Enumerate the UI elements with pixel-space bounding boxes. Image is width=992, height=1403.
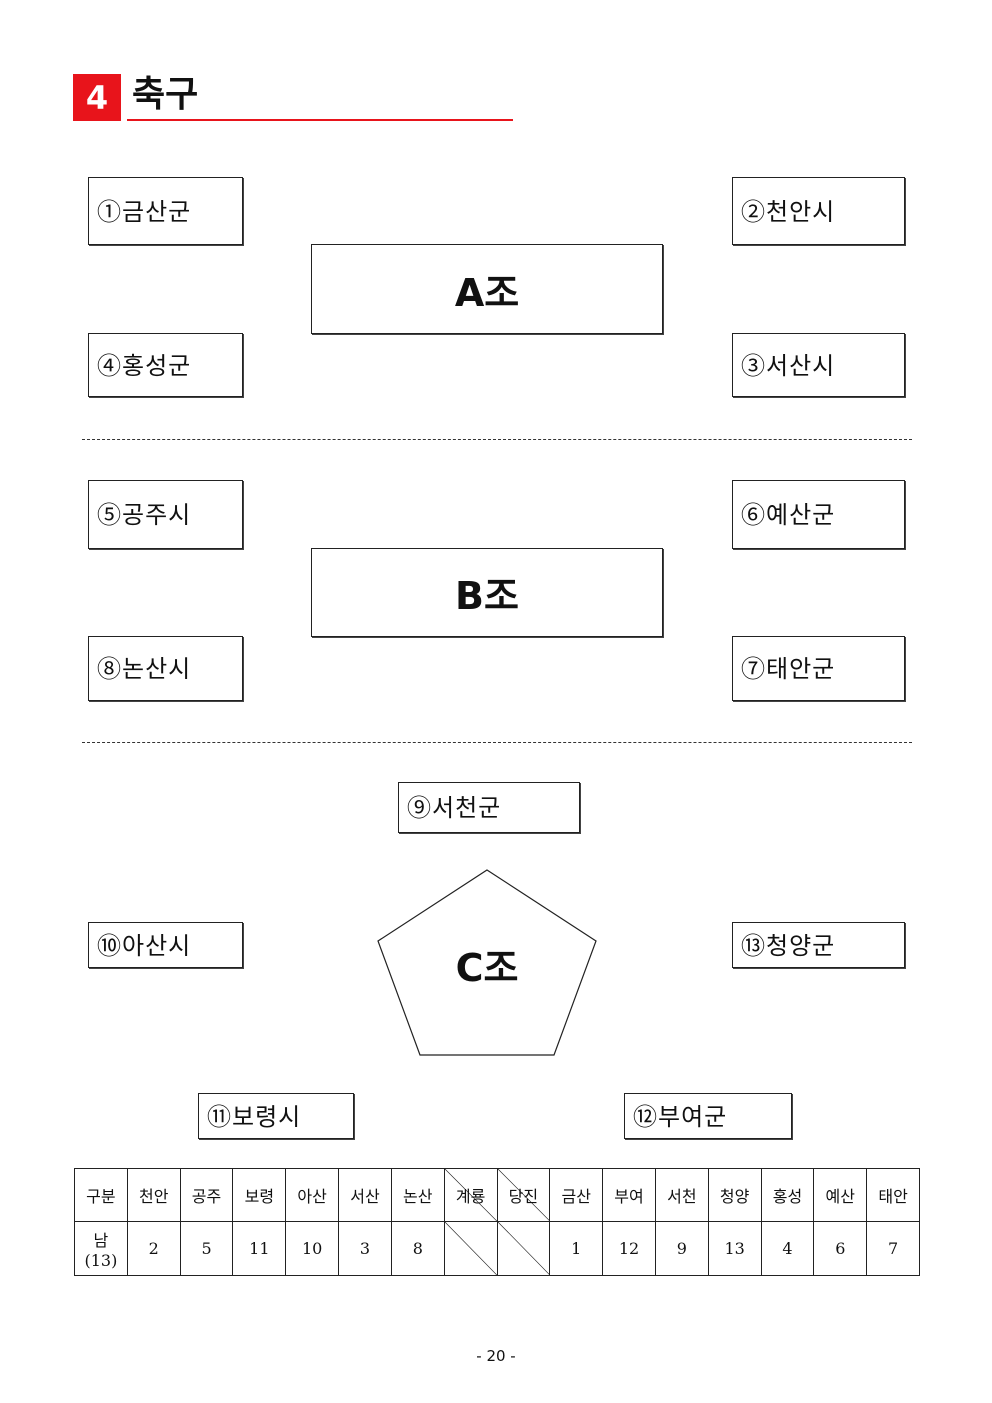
diagonal-strike <box>497 1169 550 1221</box>
header-cell: 아산 <box>285 1168 340 1222</box>
value-cell: 3 <box>338 1221 392 1276</box>
header-cell: 구분 <box>74 1168 128 1222</box>
header-cell: 예산 <box>813 1168 868 1222</box>
team-box-hongseong: ④홍성군 <box>88 333 243 397</box>
value-cell: 1 <box>549 1221 604 1276</box>
header-cell: 태안 <box>866 1168 920 1222</box>
value-cell: 4 <box>760 1221 815 1276</box>
value-cell: 12 <box>602 1221 656 1276</box>
team-box-cheongyang: ⑬청양군 <box>732 922 905 968</box>
assignment-table: 구분 천안 공주 보령 아산 서산 논산 계룡 당진 금산 부여 서천 청양 홍… <box>74 1168 920 1276</box>
value-cell: 2 <box>126 1221 181 1276</box>
team-box-boryeong: ⑪보령시 <box>198 1093 354 1139</box>
header-cell: 부여 <box>602 1168 656 1222</box>
header-cell: 홍성 <box>760 1168 815 1222</box>
team-box-geumsan: ①금산군 <box>88 177 243 245</box>
header-cell: 공주 <box>179 1168 234 1222</box>
team-box-seosan: ③서산시 <box>732 333 905 397</box>
page-number: - 20 - <box>476 1347 516 1365</box>
team-box-nonsan: ⑧논산시 <box>88 636 243 701</box>
section-title: 축구 <box>132 74 199 115</box>
value-cell-struck <box>496 1221 551 1276</box>
divider-dashed-1 <box>82 439 912 440</box>
team-box-yesan: ⑥예산군 <box>732 480 905 549</box>
row-label-line2: (13) <box>84 1251 118 1270</box>
team-box-cheonan: ②천안시 <box>732 177 905 245</box>
divider-dashed-2 <box>82 742 912 743</box>
table-row: 남 (13) 2 5 11 10 3 8 1 12 9 13 4 6 7 <box>74 1221 920 1276</box>
header-cell-struck: 계룡 <box>443 1168 498 1222</box>
header-cell: 금산 <box>549 1168 604 1222</box>
group-c-pentagon: C조 <box>375 867 599 1058</box>
header-cell: 서산 <box>338 1168 392 1222</box>
pentagon-shape <box>377 869 597 1056</box>
header-cell: 천안 <box>126 1168 181 1222</box>
diagonal-strike <box>444 1222 497 1275</box>
diagonal-strike <box>497 1222 550 1275</box>
value-cell: 13 <box>707 1221 762 1276</box>
diagonal-strike <box>444 1169 497 1221</box>
section-underline <box>127 119 513 121</box>
value-cell: 10 <box>285 1221 340 1276</box>
group-c-label: C조 <box>455 946 519 990</box>
team-box-gongju: ⑤공주시 <box>88 480 243 549</box>
table-header-row: 구분 천안 공주 보령 아산 서산 논산 계룡 당진 금산 부여 서천 청양 홍… <box>74 1168 920 1222</box>
value-cell: 7 <box>866 1221 920 1276</box>
value-cell: 9 <box>654 1221 709 1276</box>
row-label-line1: 남 <box>93 1231 109 1250</box>
team-box-buyeo: ⑫부여군 <box>624 1093 792 1139</box>
section-number: 4 <box>73 74 121 121</box>
group-b-label: B조 <box>311 548 663 637</box>
team-box-taean: ⑦태안군 <box>732 636 905 701</box>
header-cell: 청양 <box>707 1168 762 1222</box>
group-a-label: A조 <box>311 244 663 334</box>
row-label-cell: 남 (13) <box>74 1221 128 1276</box>
header-cell-struck: 당진 <box>496 1168 551 1222</box>
value-cell: 8 <box>390 1221 445 1276</box>
value-cell: 11 <box>232 1221 287 1276</box>
value-cell: 6 <box>813 1221 868 1276</box>
value-cell-struck <box>443 1221 498 1276</box>
header-cell: 논산 <box>390 1168 445 1222</box>
header-cell: 서천 <box>654 1168 709 1222</box>
value-cell: 5 <box>179 1221 234 1276</box>
header-cell: 보령 <box>232 1168 287 1222</box>
team-box-asan: ⑩아산시 <box>88 922 243 968</box>
team-box-seocheon: ⑨서천군 <box>398 782 580 833</box>
